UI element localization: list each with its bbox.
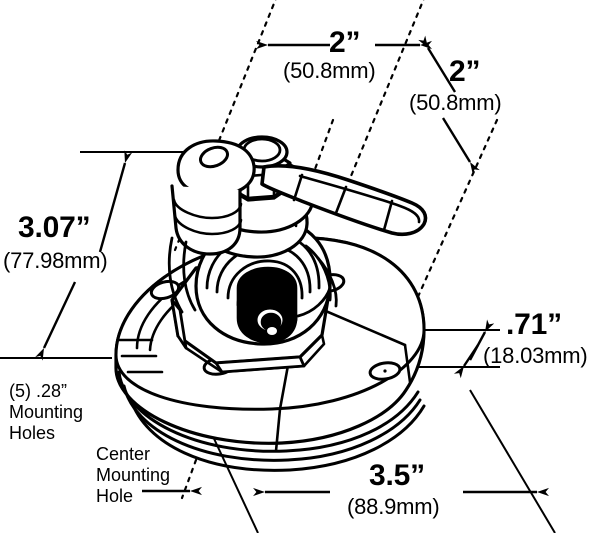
ext-line-base-right [469,389,556,533]
note-center-hole-line1: Center [96,444,151,464]
base-rim-line-3 [129,398,426,472]
body-side-details [167,236,338,318]
arrow-height-down [35,281,77,361]
base-seam-4 [403,343,412,384]
dim-right-2in-mm: (50.8mm) [409,90,502,115]
dim-height-value: 3.07” [18,211,91,244]
arrow-height-up [98,150,133,253]
projection-line-1 [206,0,277,170]
dim-thickness-value: .71” [506,308,562,341]
note-center-hole-line2: Mounting [96,465,171,485]
arrow-right-2in-up [418,35,457,93]
side-detail-arc-3 [304,244,332,302]
dim-base-mm: (88.9mm) [347,494,440,519]
dim-thickness-mm: (18.03mm) [483,343,588,368]
note-mounting-holes-line3: Holes [9,423,56,443]
lever-handle-crease-3 [382,199,394,232]
base-seam-3 [274,407,282,453]
arrow-thickness-down [453,344,479,379]
note-mounting-holes-line2: Mounting [9,402,84,422]
side-detail-arc-5 [296,286,332,318]
note-center-hole-line3: Hole [96,486,134,506]
lever-handle-crease-2 [334,185,348,215]
note-mounting-holes-line1: (5) .28” [9,381,68,401]
side-detail-arc-2 [182,240,197,312]
dim-base-value: 3.5” [369,459,425,492]
valve-flange-left-face [170,298,188,350]
rear-boss-ring-2 [173,214,243,236]
projection-line-3 [333,0,425,217]
dim-top-2in-mm: (50.8mm) [283,58,376,83]
projection-line-5 [180,458,198,500]
dim-top-2in-value: 2” [329,26,361,59]
valve-flange-front-face [214,355,306,374]
lever-handle-top-edge [298,174,421,224]
side-detail-arc-4 [316,256,338,308]
rear-boss-hole [198,145,230,169]
rear-boss-ring-1 [172,198,243,220]
rear-boss-body [170,184,242,256]
dim-right-2in-value: 2” [449,55,481,88]
lever-handle [260,164,428,237]
lever-handle-tip [410,201,427,226]
base-rim-line-2 [122,384,422,462]
dimension-arrows [35,35,549,497]
base-rim-line-1 [117,370,420,453]
dim-height-mm: (77.98mm) [3,248,108,273]
outlet-port-highlight [267,327,277,335]
lever-handle-crease [292,173,304,202]
rear-boss [170,139,256,256]
arrow-right-2in-down [441,117,480,175]
hole-center-dot-2 [383,369,387,373]
valve-dome-ring-3 [226,259,304,300]
side-detail-arc-1 [167,236,184,314]
